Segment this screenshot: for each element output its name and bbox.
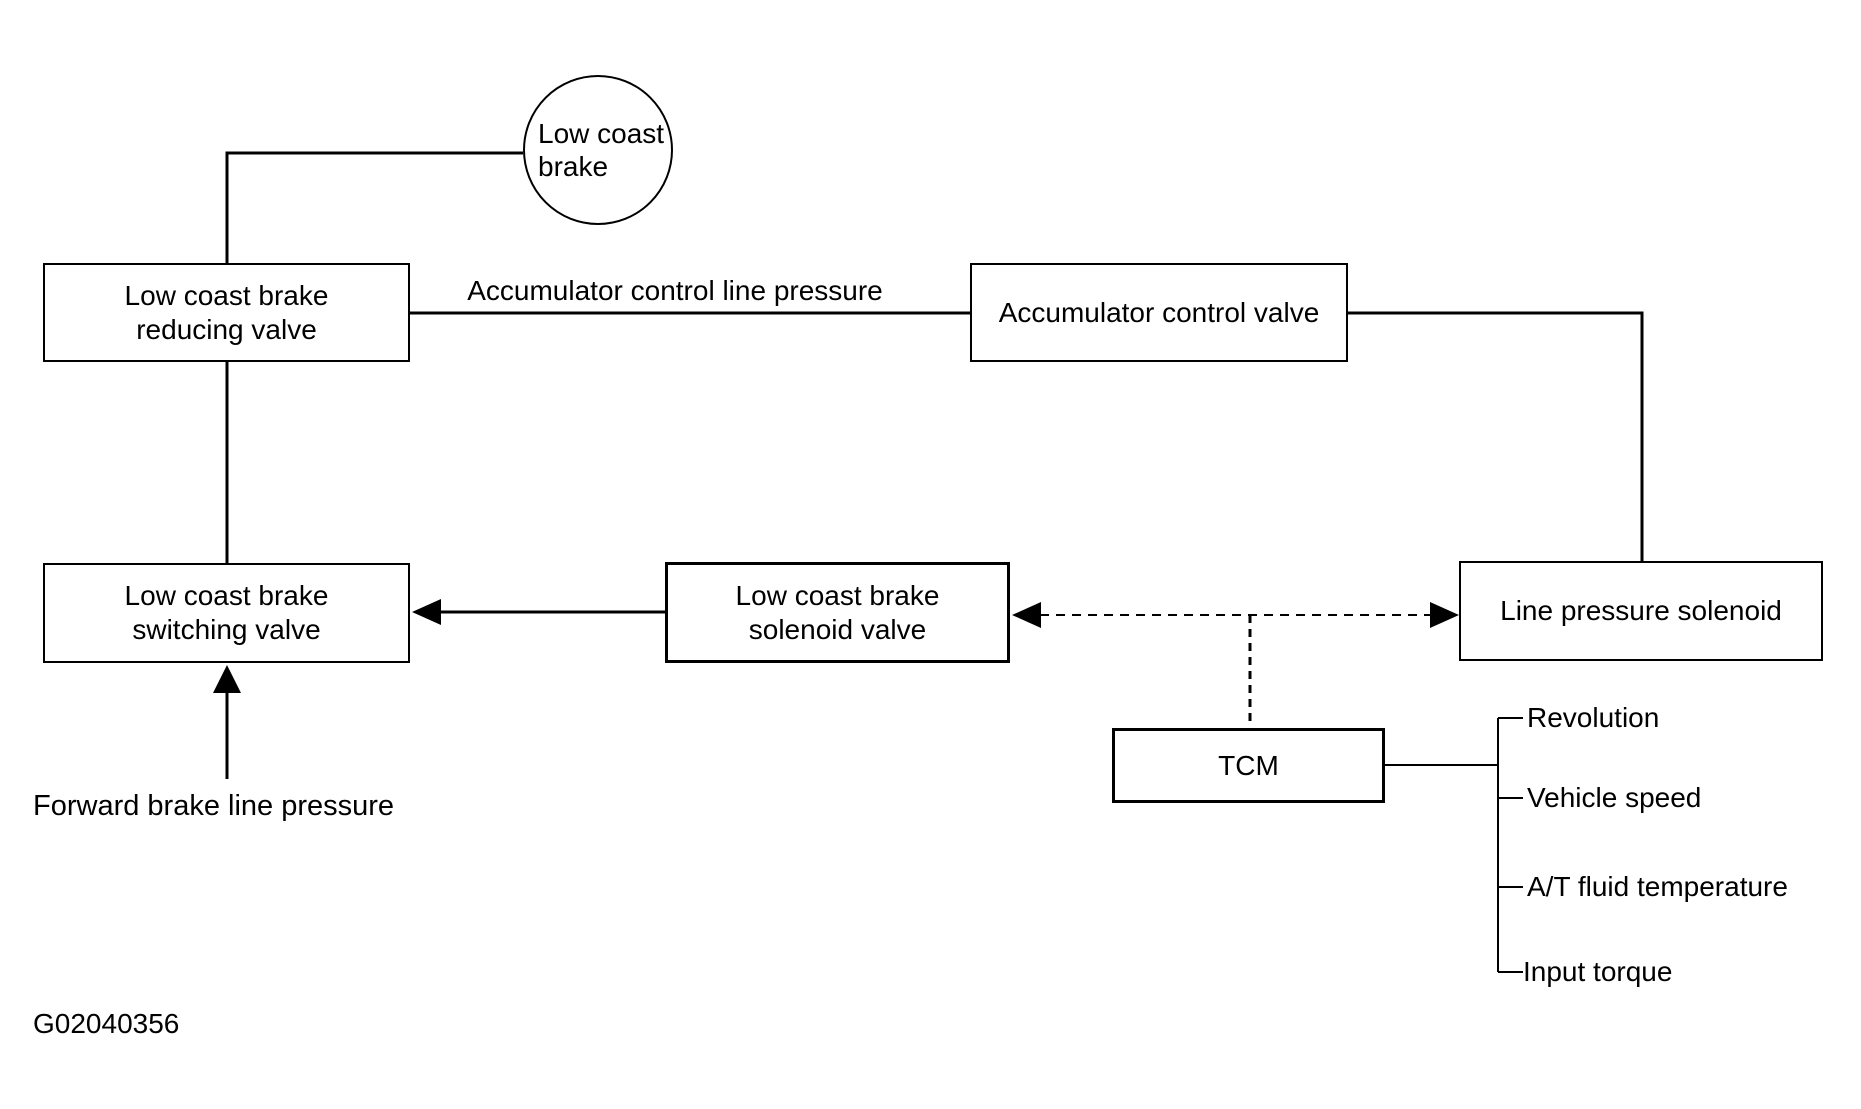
node-line-pressure-solenoid: Line pressure solenoid [1459,561,1823,661]
arrowhead-left-into-switching-valve [412,599,441,625]
label-accumulator-control-line-pressure: Accumulator control line pressure [467,275,883,306]
node-accumulator-control-valve-label: Accumulator control valve [998,296,1320,328]
node-accumulator-control-valve: Accumulator control valve [970,263,1348,362]
node-solenoid-valve-line1: Low coast brake [735,579,940,611]
connector-circle-to-reducing-valve [225,151,523,263]
label-tcm-output-at-fluid-temperature: A/T fluid temperature [1527,871,1788,902]
arrowhead-left-into-solenoid-valve [1012,602,1041,628]
node-reducing-valve-line2: reducing valve [136,313,317,345]
arrowhead-up-into-switching-valve [213,665,241,693]
node-low-coast-brake-line1: Low coast [538,118,665,149]
node-switching-valve: Low coast brake switching valve [43,563,410,663]
node-solenoid-valve-line2: solenoid valve [748,613,927,645]
label-tcm-output-revolution: Revolution [1527,702,1660,733]
node-reducing-valve-line1: Low coast brake [124,279,329,311]
figure-code: G02040356 [33,1008,180,1039]
node-tcm: TCM [1112,728,1385,803]
node-line-pressure-solenoid-label: Line pressure solenoid [1500,595,1782,626]
node-low-coast-brake: Low coast brake [523,75,673,225]
connector-accumulator-to-line-pressure-solenoid [1348,311,1644,561]
label-tcm-output-input-torque: Input torque [1523,956,1673,987]
arrowhead-right-into-line-pressure-solenoid [1430,602,1459,628]
label-tcm-output-vehicle-speed: Vehicle speed [1527,782,1702,813]
node-solenoid-valve: Low coast brake solenoid valve [665,562,1010,663]
node-switching-valve-line1: Low coast brake [124,580,329,611]
node-low-coast-brake-line2: brake [538,151,609,182]
label-forward-brake-line-pressure: Forward brake line pressure [33,790,395,822]
node-tcm-label: TCM [1218,749,1279,781]
node-reducing-valve: Low coast brake reducing valve [43,263,410,362]
node-switching-valve-line2: switching valve [132,614,321,645]
